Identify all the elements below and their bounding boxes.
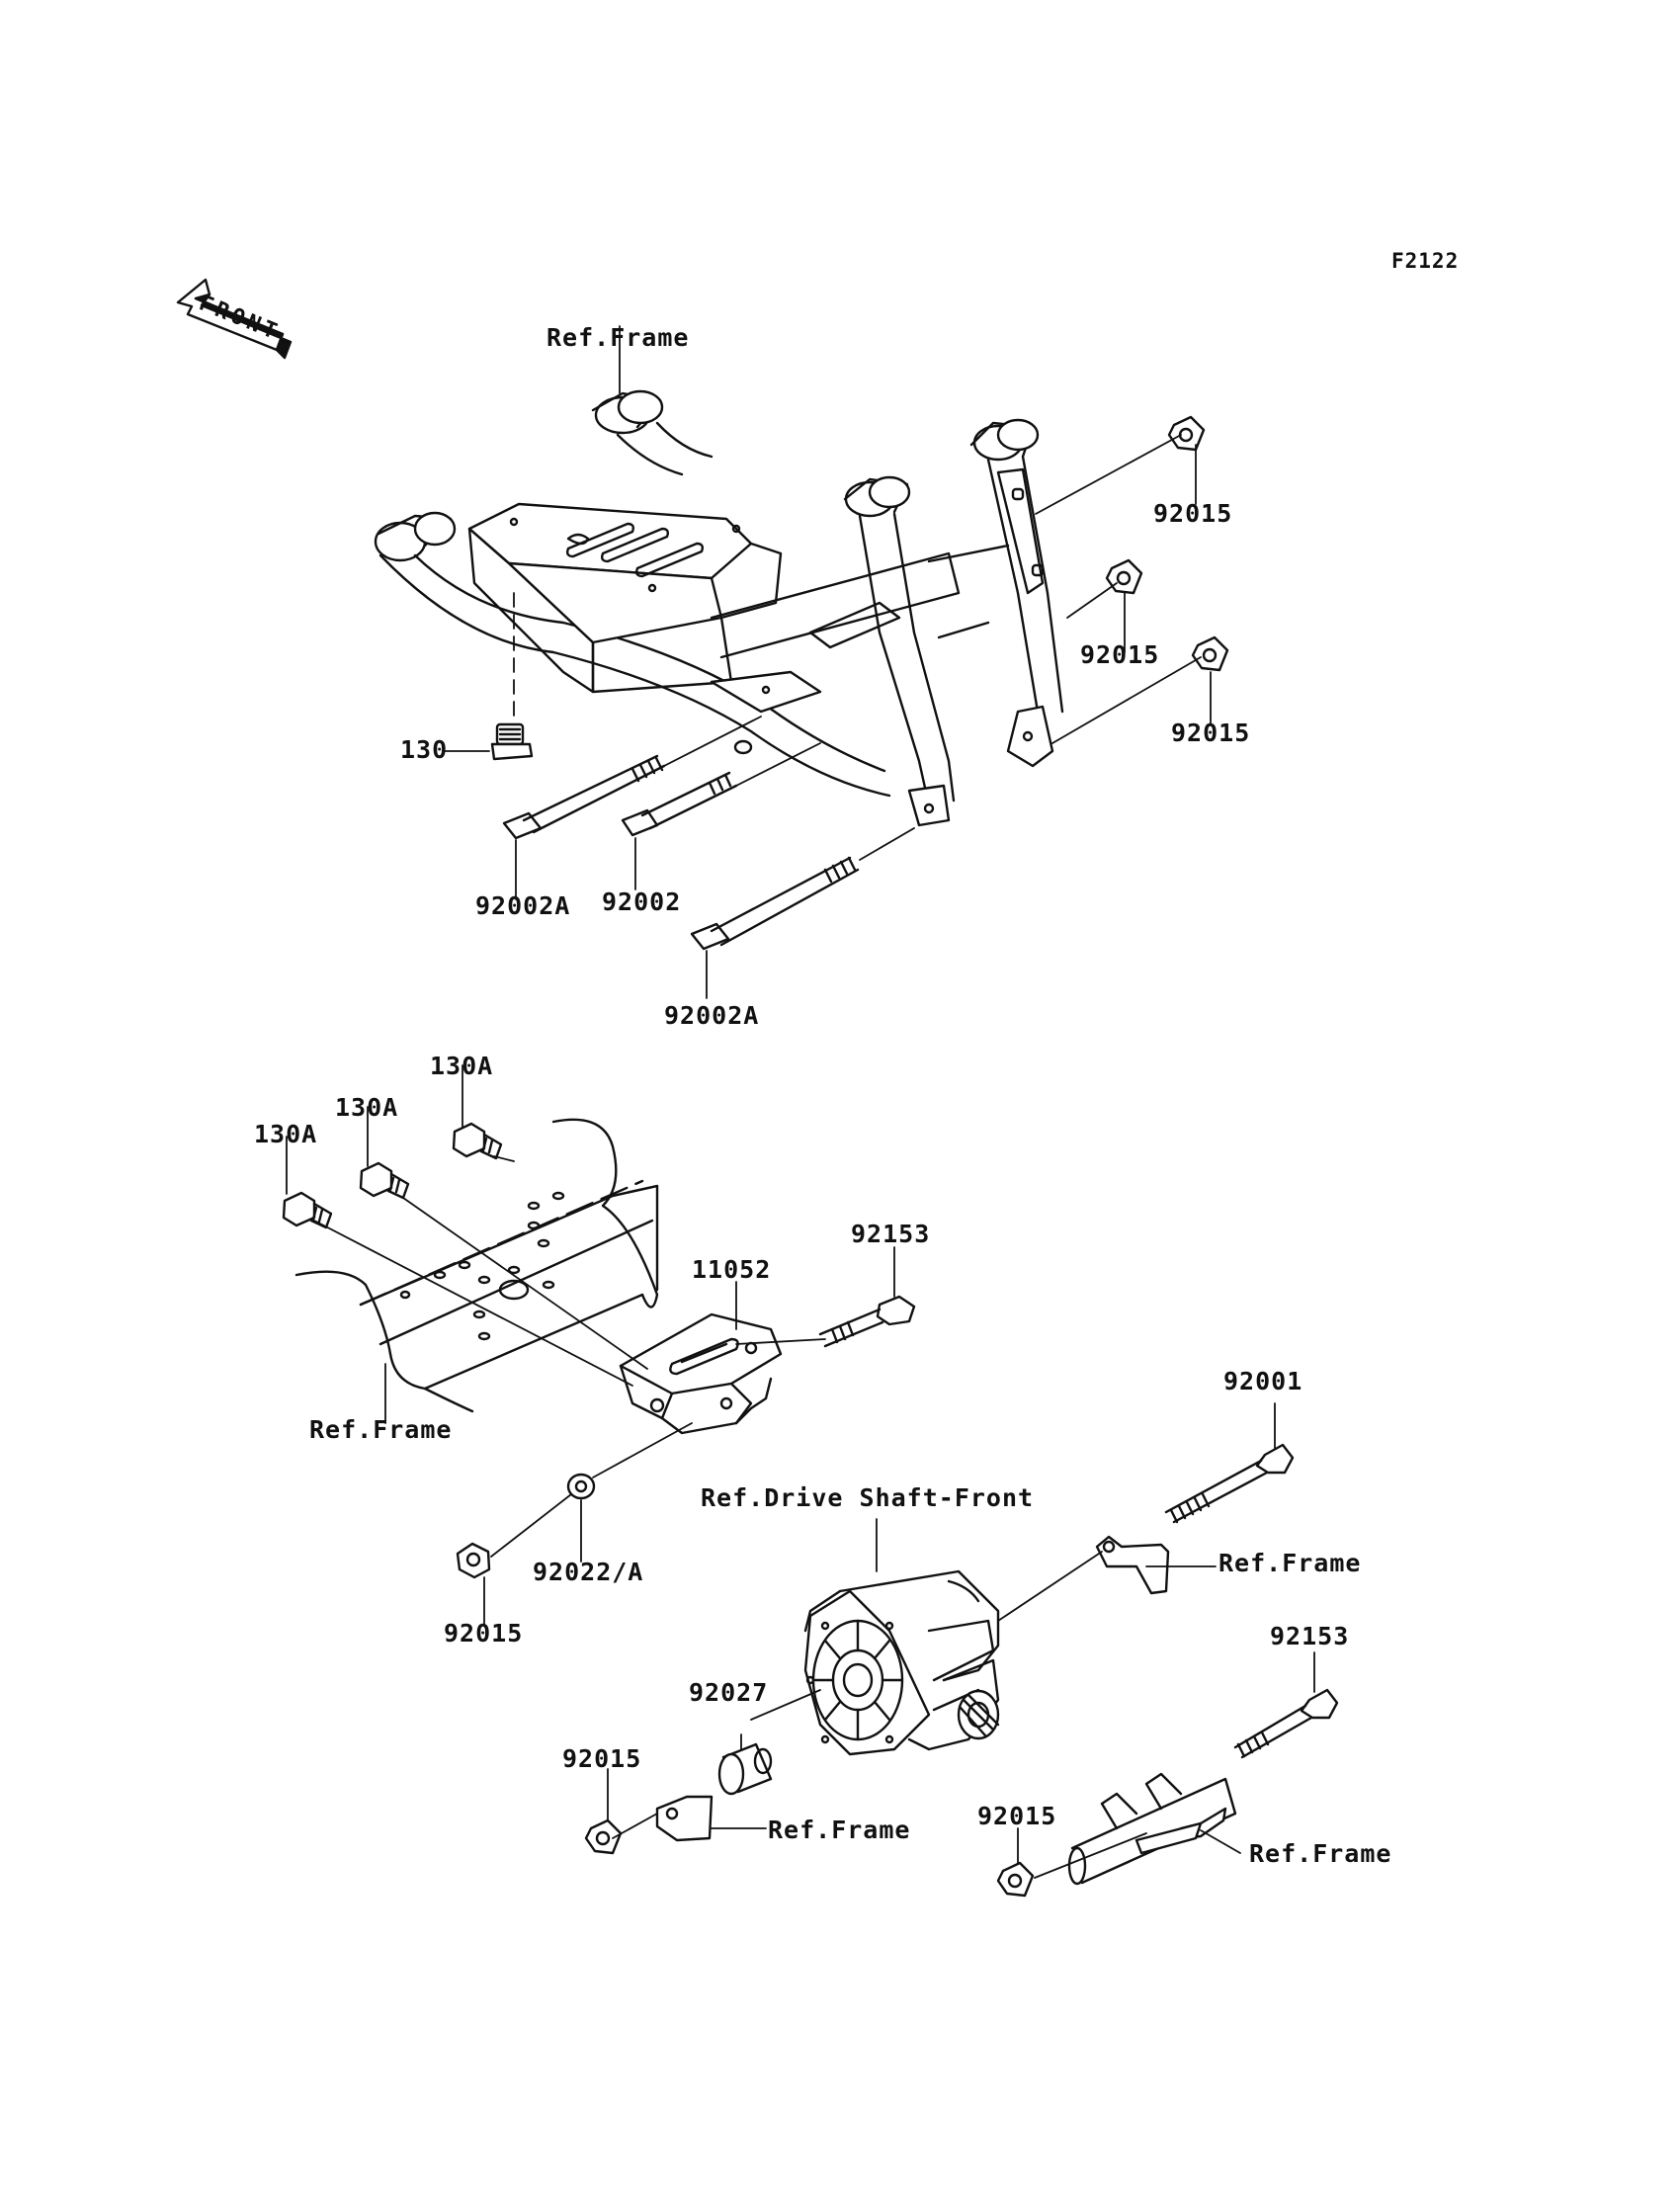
- flange-nut-92015-d-icon: [456, 1542, 491, 1579]
- bolt-92002A-upper-icon: [502, 754, 666, 840]
- part-92027-label: 92027: [689, 1678, 769, 1707]
- part-92015-label-b: 92015: [1080, 640, 1160, 669]
- part-130-label: 130: [400, 735, 449, 764]
- bracket-ref-frame-right-drawing: [1095, 1535, 1170, 1595]
- part-92015-label-f: 92015: [977, 1802, 1057, 1830]
- flange-nut-92015-c-icon: [1191, 635, 1229, 672]
- part-11052-label: 11052: [692, 1255, 772, 1284]
- bracket-ref-frame-low-drawing: [655, 1795, 714, 1842]
- part-130A-label-a: 130A: [254, 1120, 318, 1148]
- part-92022A-label: 92022/A: [533, 1558, 644, 1586]
- part-92015-label-d: 92015: [444, 1619, 524, 1648]
- ref-frame-low-label: Ref.Frame: [768, 1816, 911, 1844]
- ref-frame-right-label: Ref.Frame: [1218, 1549, 1362, 1577]
- bolt-130A-b-icon: [359, 1161, 410, 1200]
- part-92001-label: 92001: [1223, 1367, 1303, 1395]
- flange-nut-92015-b-icon: [1105, 558, 1143, 595]
- bolt-130-icon: [490, 722, 534, 761]
- part-92002A-label-b: 92002A: [664, 1001, 760, 1030]
- collar-92027-icon: [717, 1742, 773, 1796]
- lower-leader-lines: [607, 1402, 1315, 1879]
- bolt-92002-icon: [621, 739, 753, 837]
- top-assembly-leader-lines: [444, 325, 1212, 999]
- part-92153-label-b: 92153: [1270, 1622, 1350, 1650]
- washer-92022A-icon: [566, 1473, 596, 1500]
- bolt-130A-a-icon: [282, 1191, 333, 1229]
- part-130A-label-c: 130A: [430, 1052, 494, 1080]
- flange-nut-92015-f-icon: [996, 1861, 1035, 1898]
- ref-drive-shaft-front-label: Ref.Drive Shaft-Front: [701, 1483, 1035, 1512]
- part-92015-label-e: 92015: [562, 1744, 642, 1773]
- front-arrow-text: FRONT: [196, 291, 284, 345]
- middle-leader-lines: [286, 1064, 895, 1627]
- part-92015-label-a: 92015: [1153, 499, 1233, 528]
- part-92153-label-a: 92153: [851, 1220, 931, 1248]
- bolt-130A-c-icon: [452, 1122, 503, 1160]
- flange-nut-92015-a-icon: [1167, 415, 1206, 452]
- front-guard-frame-drawing: [374, 389, 1064, 827]
- ref-frame-mid-label: Ref.Frame: [309, 1415, 453, 1444]
- frame-rail-drawing: [294, 1118, 659, 1413]
- ref-frame-top-label: Ref.Frame: [546, 323, 690, 352]
- part-130A-label-b: 130A: [335, 1093, 399, 1122]
- bolt-92153-upper-icon: [818, 1295, 916, 1348]
- ref-frame-bottom-right-label: Ref.Frame: [1249, 1839, 1392, 1868]
- front-final-drive-drawing: [803, 1569, 1000, 1756]
- part-92015-label-c: 92015: [1171, 718, 1251, 747]
- part-92002A-label-a: 92002A: [475, 891, 571, 920]
- bolt-92002A-lower-icon: [690, 856, 860, 951]
- bolt-92001-icon: [1164, 1443, 1295, 1524]
- frame-tube-ref-frame-bottom-right-drawing: [1067, 1772, 1237, 1886]
- front-direction-arrow-icon: FRONT: [176, 278, 293, 360]
- engine-mount-bracket-11052-drawing: [619, 1312, 783, 1435]
- bolt-92153-lower-icon: [1233, 1688, 1339, 1759]
- part-92002-label: 92002: [602, 887, 682, 916]
- figure-id-label: F2122: [1391, 249, 1460, 273]
